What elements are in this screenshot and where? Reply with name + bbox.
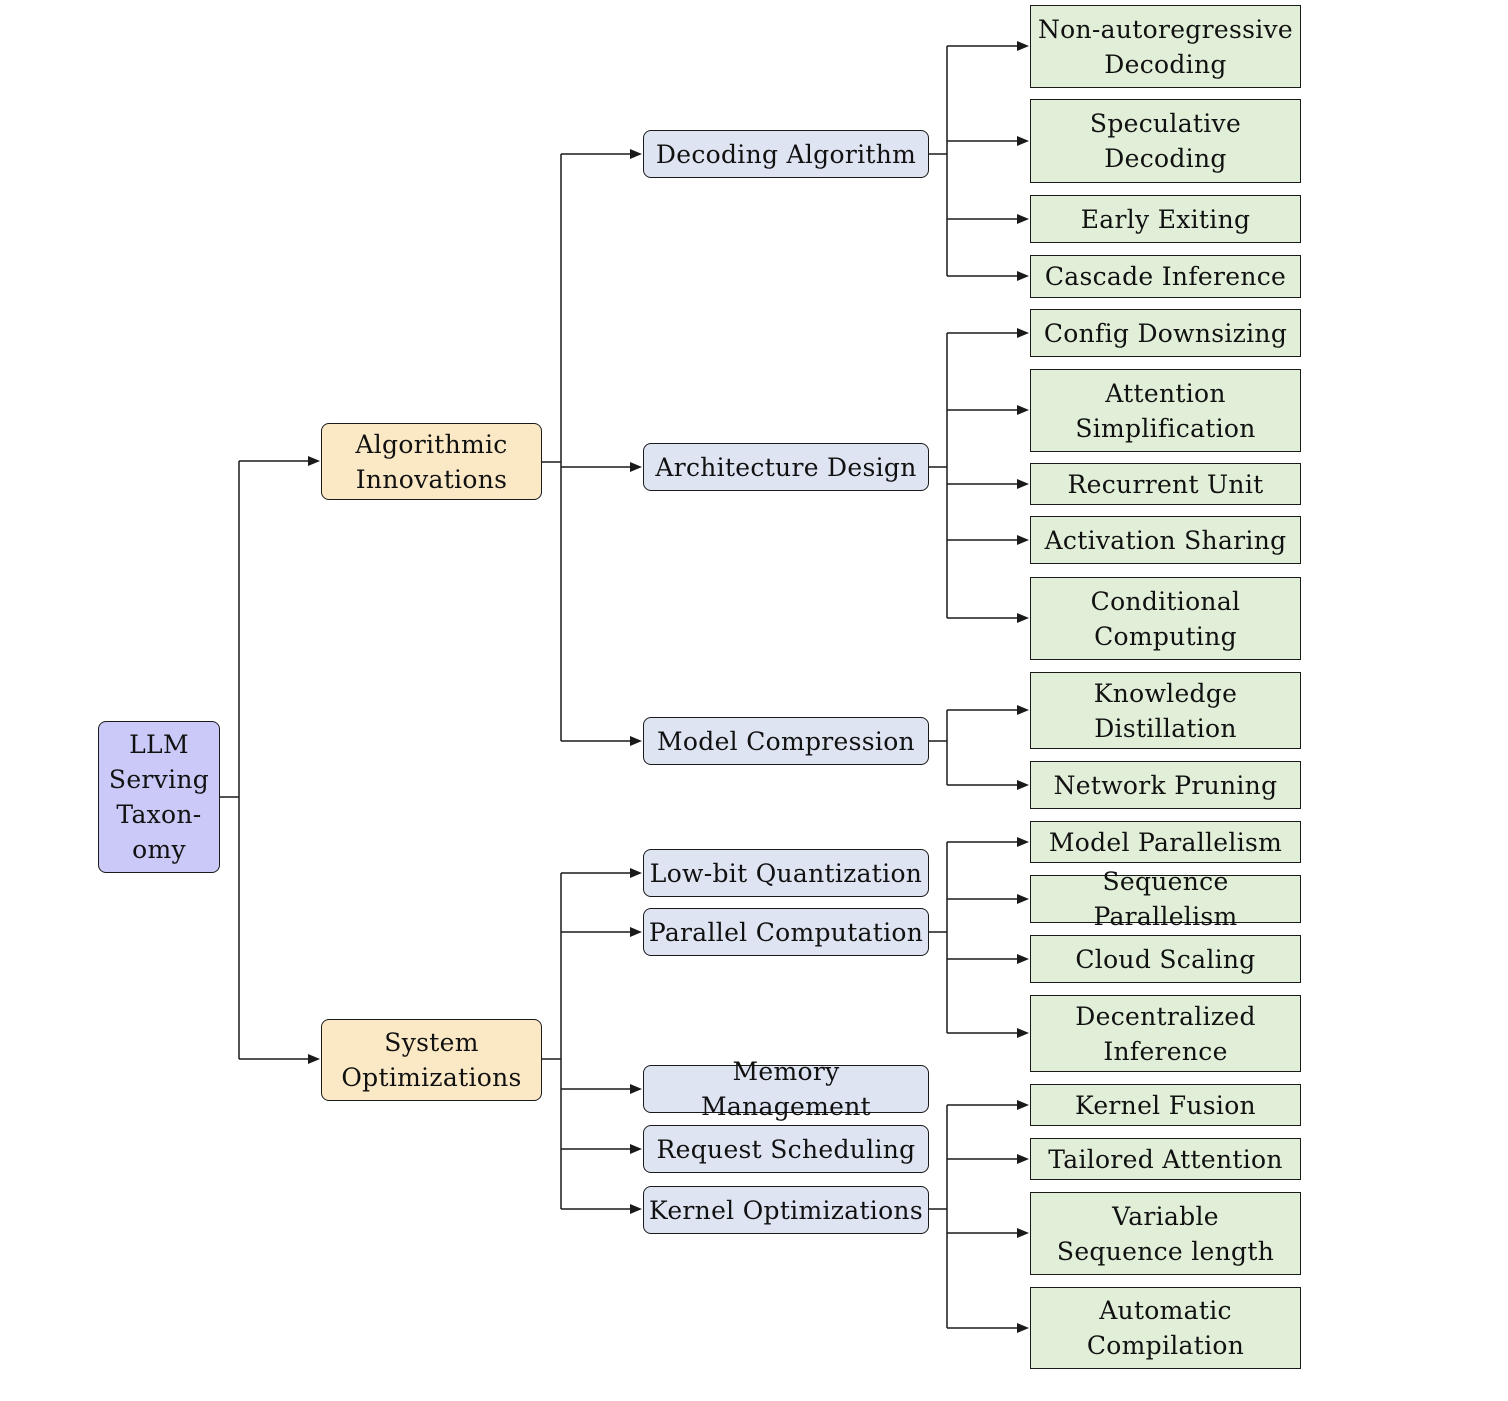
- leaf-label: Early Exiting: [1080, 204, 1251, 234]
- architecture-arrowhead-3: [1017, 535, 1029, 545]
- leaf-decentralized-inference: Decentralized Inference: [1030, 995, 1301, 1072]
- node-parallel-computation: Parallel Computation: [643, 908, 929, 956]
- leaf-config-downsizing: Config Downsizing: [1030, 309, 1301, 357]
- leaf-kernel-fusion: Kernel Fusion: [1030, 1084, 1301, 1126]
- leaf-label: Attention Simplification: [1075, 378, 1256, 443]
- decoding-label: Decoding Algorithm: [655, 139, 917, 169]
- kernel-arrowhead-2: [1017, 1228, 1029, 1238]
- leaf-speculative-decoding: Speculative Decoding: [1030, 99, 1301, 183]
- leaf-knowledge-distillation: Knowledge Distillation: [1030, 672, 1301, 749]
- quantization-label: Low-bit Quantization: [649, 858, 923, 888]
- leaf-early-exiting: Early Exiting: [1030, 195, 1301, 243]
- leaf-network-pruning: Network Pruning: [1030, 761, 1301, 809]
- leaf-label: Conditional Computing: [1090, 586, 1241, 651]
- leaf-label: Network Pruning: [1053, 770, 1278, 800]
- node-system-optimizations: System Optimizations: [321, 1019, 542, 1101]
- algorithmic-arrowhead-2: [630, 736, 642, 746]
- system-label: System Optimizations: [341, 1028, 522, 1092]
- scheduling-label: Request Scheduling: [656, 1134, 916, 1164]
- leaf-label: Cascade Inference: [1044, 262, 1287, 291]
- node-kernel-optimizations: Kernel Optimizations: [643, 1186, 929, 1234]
- node-decoding-algorithm: Decoding Algorithm: [643, 130, 929, 178]
- architecture-label: Architecture Design: [655, 452, 917, 482]
- leaf-label: Non-autoregressive Decoding: [1037, 14, 1294, 79]
- system-arrowhead-1: [630, 927, 642, 937]
- leaf-label: Kernel Fusion: [1075, 1090, 1256, 1120]
- leaf-cloud-scaling: Cloud Scaling: [1030, 935, 1301, 983]
- system-arrowhead-0: [630, 868, 642, 878]
- parallel-arrowhead-0: [1017, 837, 1029, 847]
- algorithmic-label: Algorithmic Innovations: [355, 429, 508, 494]
- leaf-label: Cloud Scaling: [1075, 944, 1256, 974]
- leaf-label: Speculative Decoding: [1089, 109, 1242, 173]
- architecture-arrowhead-4: [1017, 613, 1029, 623]
- root-node-llm-serving-taxonomy: LLM Serving Taxon- omy: [98, 721, 220, 873]
- leaf-tailored-attention: Tailored Attention: [1030, 1138, 1301, 1180]
- kernel-arrowhead-0: [1017, 1100, 1029, 1110]
- node-low-bit-quantization: Low-bit Quantization: [643, 849, 929, 897]
- decoding-arrowhead-3: [1017, 271, 1029, 281]
- node-algorithmic-innovations: Algorithmic Innovations: [321, 423, 542, 500]
- decoding-arrowhead-0: [1017, 41, 1029, 51]
- leaf-variable-sequence-length: Variable Sequence length: [1030, 1192, 1301, 1275]
- system-arrowhead-2: [630, 1084, 642, 1094]
- algorithmic-arrowhead-1: [630, 462, 642, 472]
- root-label: LLM Serving Taxon- omy: [108, 730, 210, 864]
- leaf-label: Automatic Compilation: [1086, 1296, 1245, 1360]
- leaf-activation-sharing: Activation Sharing: [1030, 516, 1301, 564]
- root-arrowhead-0: [308, 456, 320, 466]
- leaf-label: Sequence Parallelism: [1093, 867, 1238, 931]
- parallel-label: Parallel Computation: [648, 917, 924, 947]
- leaf-label: Tailored Attention: [1048, 1144, 1283, 1174]
- node-architecture-design: Architecture Design: [643, 443, 929, 491]
- kernel-arrowhead-3: [1017, 1323, 1029, 1333]
- node-model-compression: Model Compression: [643, 717, 929, 765]
- parallel-arrowhead-3: [1017, 1028, 1029, 1038]
- decoding-arrowhead-2: [1017, 214, 1029, 224]
- leaf-label: Model Parallelism: [1048, 827, 1283, 857]
- leaf-conditional-computing: Conditional Computing: [1030, 577, 1301, 660]
- parallel-arrowhead-1: [1017, 894, 1029, 904]
- compression-arrowhead-0: [1017, 705, 1029, 715]
- root-arrowhead-1: [308, 1054, 320, 1064]
- memory-label: Memory Management: [701, 1057, 871, 1121]
- algorithmic-arrowhead-0: [630, 149, 642, 159]
- system-arrowhead-3: [630, 1144, 642, 1154]
- node-memory-management: Memory Management: [643, 1057, 929, 1121]
- leaf-label: Recurrent Unit: [1067, 469, 1264, 499]
- leaf-label: Knowledge Distillation: [1093, 678, 1238, 743]
- parallel-arrowhead-2: [1017, 954, 1029, 964]
- architecture-arrowhead-2: [1017, 479, 1029, 489]
- leaf-automatic-compilation: Automatic Compilation: [1030, 1287, 1301, 1369]
- leaf-label: Decentralized Inference: [1075, 1001, 1256, 1066]
- leaf-label: Variable Sequence length: [1056, 1201, 1275, 1266]
- leaf-label: Config Downsizing: [1043, 318, 1288, 348]
- kernel-arrowhead-1: [1017, 1154, 1029, 1164]
- system-arrowhead-4: [630, 1204, 642, 1214]
- leaf-non-autoregressive-decoding: Non-autoregressive Decoding: [1030, 5, 1301, 88]
- decoding-arrowhead-1: [1017, 136, 1029, 146]
- architecture-arrowhead-0: [1017, 328, 1029, 338]
- kernel-label: Kernel Optimizations: [649, 1195, 923, 1225]
- leaf-label: Activation Sharing: [1044, 525, 1287, 555]
- leaf-sequence-parallelism: Sequence Parallelism: [1030, 867, 1301, 931]
- compression-label: Model Compression: [657, 726, 915, 756]
- leaf-cascade-inference: Cascade Inference: [1030, 255, 1301, 298]
- leaf-model-parallelism: Model Parallelism: [1030, 821, 1301, 863]
- node-request-scheduling: Request Scheduling: [643, 1125, 929, 1173]
- leaf-attention-simplification: Attention Simplification: [1030, 369, 1301, 452]
- architecture-arrowhead-1: [1017, 405, 1029, 415]
- compression-arrowhead-1: [1017, 780, 1029, 790]
- leaf-recurrent-unit: Recurrent Unit: [1030, 463, 1301, 505]
